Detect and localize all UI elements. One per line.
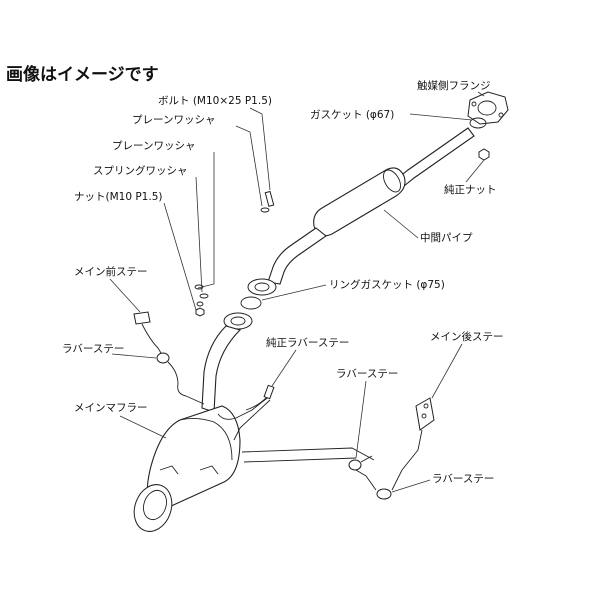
- gasket-shape: [469, 117, 487, 129]
- label-genuine-rubber-stay: 純正ラバーステー: [266, 336, 349, 349]
- genuine-nut-shape: [478, 148, 490, 161]
- label-gasket: ガスケット (φ67): [310, 109, 394, 121]
- rubber-stay-mid-shape: [348, 455, 373, 471]
- diagram-title: 画像はイメージです: [6, 65, 159, 85]
- tail-tip: [133, 484, 173, 532]
- label-plain-washer-2: プレーンワッシャ: [112, 140, 195, 152]
- label-main-front-stay: メイン前ステー: [74, 265, 148, 278]
- label-center-pipe: 中間パイプ: [420, 231, 473, 244]
- label-rubber-stay-right: ラバーステー: [432, 473, 494, 485]
- rubber-stay-right-shape: [355, 449, 419, 500]
- genuine-rubber-stay-shape: [245, 384, 275, 411]
- main-muffler: [133, 312, 375, 532]
- label-catalyst-flange: 触媒側フランジ: [417, 79, 491, 92]
- bolt-hardware: [194, 190, 275, 317]
- label-plain-washer-1: プレーンワッシャ: [132, 114, 215, 126]
- label-main-rear-stay: メイン後ステー: [430, 330, 504, 343]
- label-ring-gasket: リングガスケット (φ75): [329, 278, 445, 291]
- label-rubber-stay-left: ラバーステー: [62, 343, 124, 355]
- label-bolt: ボルト (M10×25 P1.5): [158, 95, 272, 107]
- muffler-canister: [146, 405, 241, 513]
- label-spring-washer: スプリングワッシャ: [93, 164, 188, 177]
- center-pipe: [247, 91, 509, 296]
- label-genuine-nut: 純正ナット: [444, 183, 497, 196]
- label-rubber-stay-mid: ラバーステー: [336, 368, 398, 380]
- label-main-muffler: メインマフラー: [74, 402, 148, 414]
- label-nut: ナット(M10 P1.5): [74, 191, 162, 203]
- catalyst-flange-shape: [467, 91, 509, 125]
- main-front-stay: [133, 311, 165, 359]
- ring-gasket-shape: [240, 296, 262, 310]
- resonator-body: [313, 167, 406, 237]
- main-rear-stay-shape: [415, 397, 435, 451]
- rubber-stay-left-shape: [156, 352, 205, 405]
